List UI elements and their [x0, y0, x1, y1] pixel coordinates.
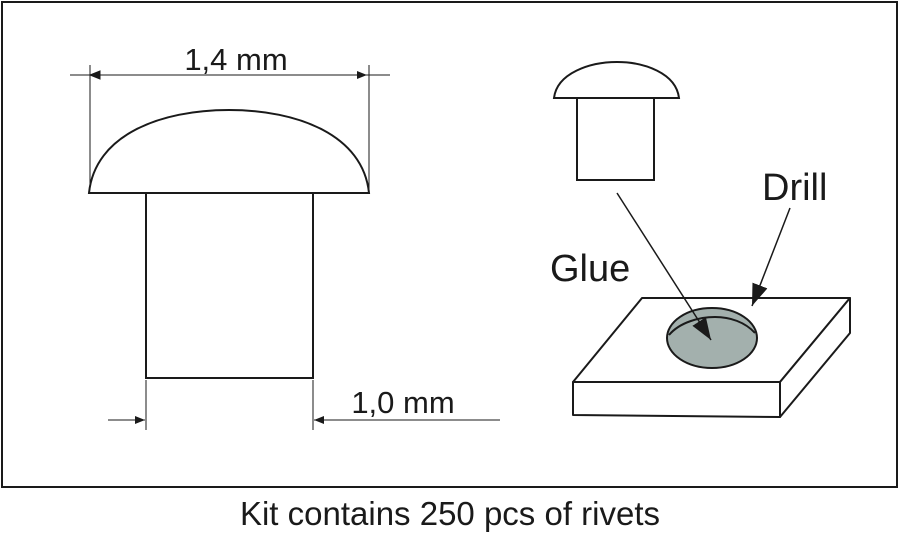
small-rivet [552, 60, 681, 181]
dimension-shank [108, 380, 500, 430]
small-rivet-head [552, 60, 681, 99]
small-rivet-shank [576, 97, 655, 181]
drill-label: Drill [762, 167, 827, 209]
rivet-head [87, 108, 371, 194]
frame-border [1, 1, 898, 488]
drill-hole [666, 307, 758, 369]
head-width-label: 1,4 mm [184, 42, 287, 77]
large-rivet [87, 108, 371, 379]
caption: Kit contains 250 pcs of rivets [240, 495, 660, 532]
rivet-shank [145, 192, 314, 379]
glue-label: Glue [550, 248, 630, 290]
dimension-head [70, 65, 390, 190]
glue-arrow [616, 192, 712, 341]
drill-arrow [751, 207, 791, 307]
shank-width-label: 1,0 mm [351, 385, 454, 420]
